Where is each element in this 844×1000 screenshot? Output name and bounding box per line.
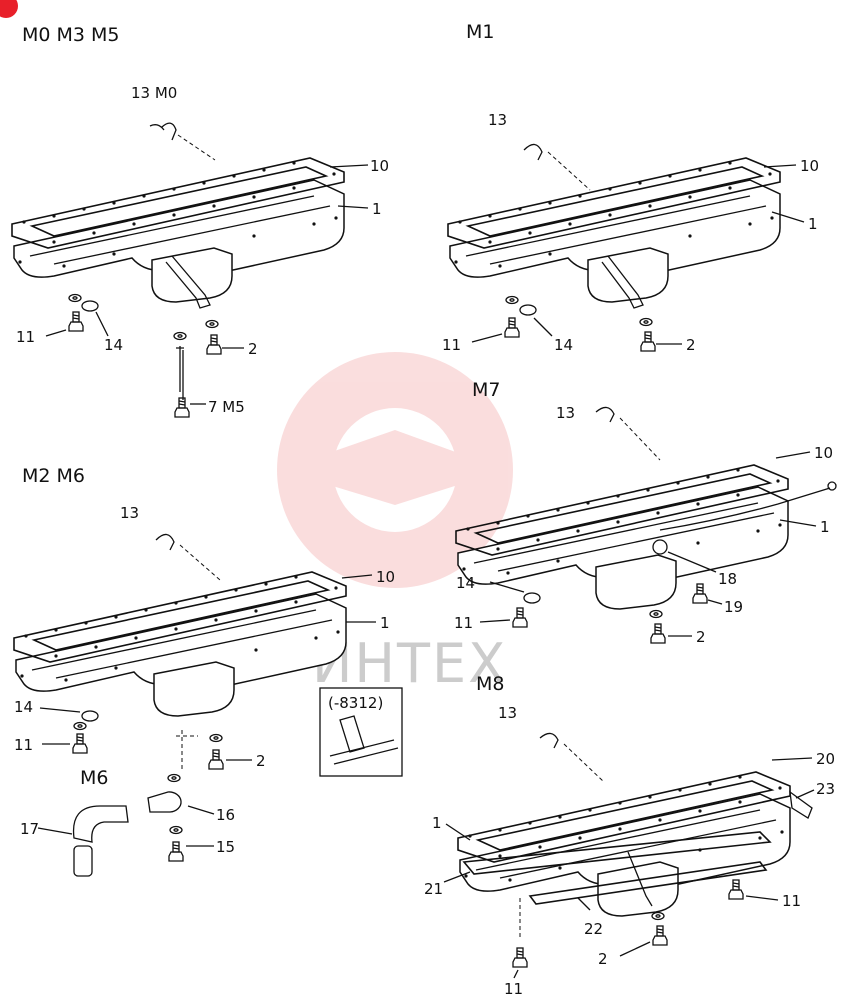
callout-19: 19 — [724, 598, 743, 616]
callout-1: 1 — [808, 215, 818, 233]
callout-13: 13 — [556, 404, 575, 422]
callout-1: 1 — [372, 200, 382, 218]
bolt-11 — [512, 947, 528, 968]
dipstick-guide — [627, 851, 653, 907]
callout-2: 2 — [696, 628, 706, 646]
callout-10: 10 — [814, 444, 833, 462]
section-m0-m3-m5: M0 M3 M5 13 M0 10 1 11 14 2 7 M5 — [11, 24, 389, 418]
callout-14: 14 — [14, 698, 33, 716]
callout-16: 16 — [216, 806, 235, 824]
section-m1: M1 13 10 1 11 14 2 — [442, 21, 819, 354]
seal-13-m0 — [149, 122, 177, 141]
section-title-m6: M6 — [80, 767, 108, 789]
callout-7-m5: 7 M5 — [208, 398, 245, 416]
watermark-gear-logo — [277, 352, 513, 588]
seal-13 — [523, 143, 543, 161]
callout-2: 2 — [256, 752, 266, 770]
section-title-m0-m3-m5: M0 M3 M5 — [22, 24, 120, 46]
gasket-21 — [462, 831, 772, 875]
callout-20: 20 — [816, 750, 835, 768]
drain-plug-2 — [640, 331, 656, 352]
drain-plug-2 — [652, 925, 668, 946]
seal-13 — [539, 732, 559, 749]
banjo-fitting-16 — [147, 791, 182, 813]
section-m6: M6 17 16 15 — [20, 767, 235, 877]
section-title-m1: M1 — [466, 21, 494, 43]
section-title-m8: M8 — [476, 673, 504, 695]
callout-13: 13 — [488, 111, 507, 129]
callout-14: 14 — [104, 336, 123, 354]
sensor-18 — [652, 539, 668, 555]
callout-1: 1 — [380, 614, 390, 632]
bracket-23 — [789, 790, 813, 819]
callout-10: 10 — [370, 157, 389, 175]
o-ring-14 — [519, 304, 537, 316]
plug-19 — [692, 583, 708, 604]
o-ring-14 — [81, 710, 99, 722]
callout-2: 2 — [686, 336, 696, 354]
callout-21: 21 — [424, 880, 443, 898]
bolt-11 — [68, 311, 84, 332]
callout-13: 13 — [498, 704, 517, 722]
bolt-11 — [512, 607, 528, 628]
drain-plug-2 — [206, 334, 222, 355]
oil-pan-assembly — [447, 157, 781, 303]
plate-22 — [528, 861, 768, 905]
drain-plug-2 — [208, 749, 224, 770]
bolt-11 — [504, 317, 520, 338]
callout-1: 1 — [432, 814, 442, 832]
banjo-bolt-15 — [168, 841, 184, 862]
bolt-11 — [72, 733, 88, 754]
seal-13 — [595, 406, 615, 423]
callout-11-bottom: 11 — [504, 980, 523, 998]
callout-11: 11 — [16, 328, 35, 346]
callout-11-right: 11 — [782, 892, 801, 910]
section-title-m2-m6: M2 M6 — [22, 465, 85, 487]
inset-label: (-8312) — [328, 694, 383, 712]
oil-pan-assembly — [11, 157, 345, 303]
drain-plug-2 — [650, 623, 666, 644]
callout-11: 11 — [454, 614, 473, 632]
callout-22: 22 — [584, 920, 603, 938]
callout-13-m0: 13 M0 — [131, 84, 177, 102]
dipstick-guide — [165, 255, 211, 309]
callout-11: 11 — [14, 736, 33, 754]
callout-15: 15 — [216, 838, 235, 856]
callout-11: 11 — [442, 336, 461, 354]
oil-pan-assembly — [457, 771, 791, 917]
callout-2: 2 — [248, 340, 258, 358]
callout-23: 23 — [816, 780, 835, 798]
section-m2-m6: M2 M6 13 10 1 14 11 2 — [13, 465, 395, 770]
callout-1: 1 — [820, 518, 830, 536]
inset-8312: (-8312) — [319, 687, 403, 777]
callout-14: 14 — [456, 574, 475, 592]
o-ring-14 — [523, 592, 541, 604]
callout-14: 14 — [554, 336, 573, 354]
section-m7: M7 13 10 1 18 14 11 19 2 — [454, 379, 837, 646]
dipstick-guide — [601, 255, 644, 309]
hose-17 — [72, 805, 129, 843]
callout-18: 18 — [718, 570, 737, 588]
oil-pan-assembly — [13, 571, 347, 717]
callout-10: 10 — [800, 157, 819, 175]
seal-13 — [155, 533, 175, 551]
bolt-11 — [728, 879, 744, 900]
callout-17: 17 — [20, 820, 39, 838]
callout-2: 2 — [598, 950, 608, 968]
corner-badge — [0, 0, 18, 18]
callout-13: 13 — [120, 504, 139, 522]
o-ring-14 — [81, 300, 99, 312]
callout-10: 10 — [376, 568, 395, 586]
drain-pipe-7 — [176, 346, 184, 400]
section-title-m7: M7 — [472, 379, 500, 401]
dipstick — [659, 487, 831, 531]
section-m8: M8 13 20 23 1 21 22 11 2 11 — [424, 673, 835, 998]
